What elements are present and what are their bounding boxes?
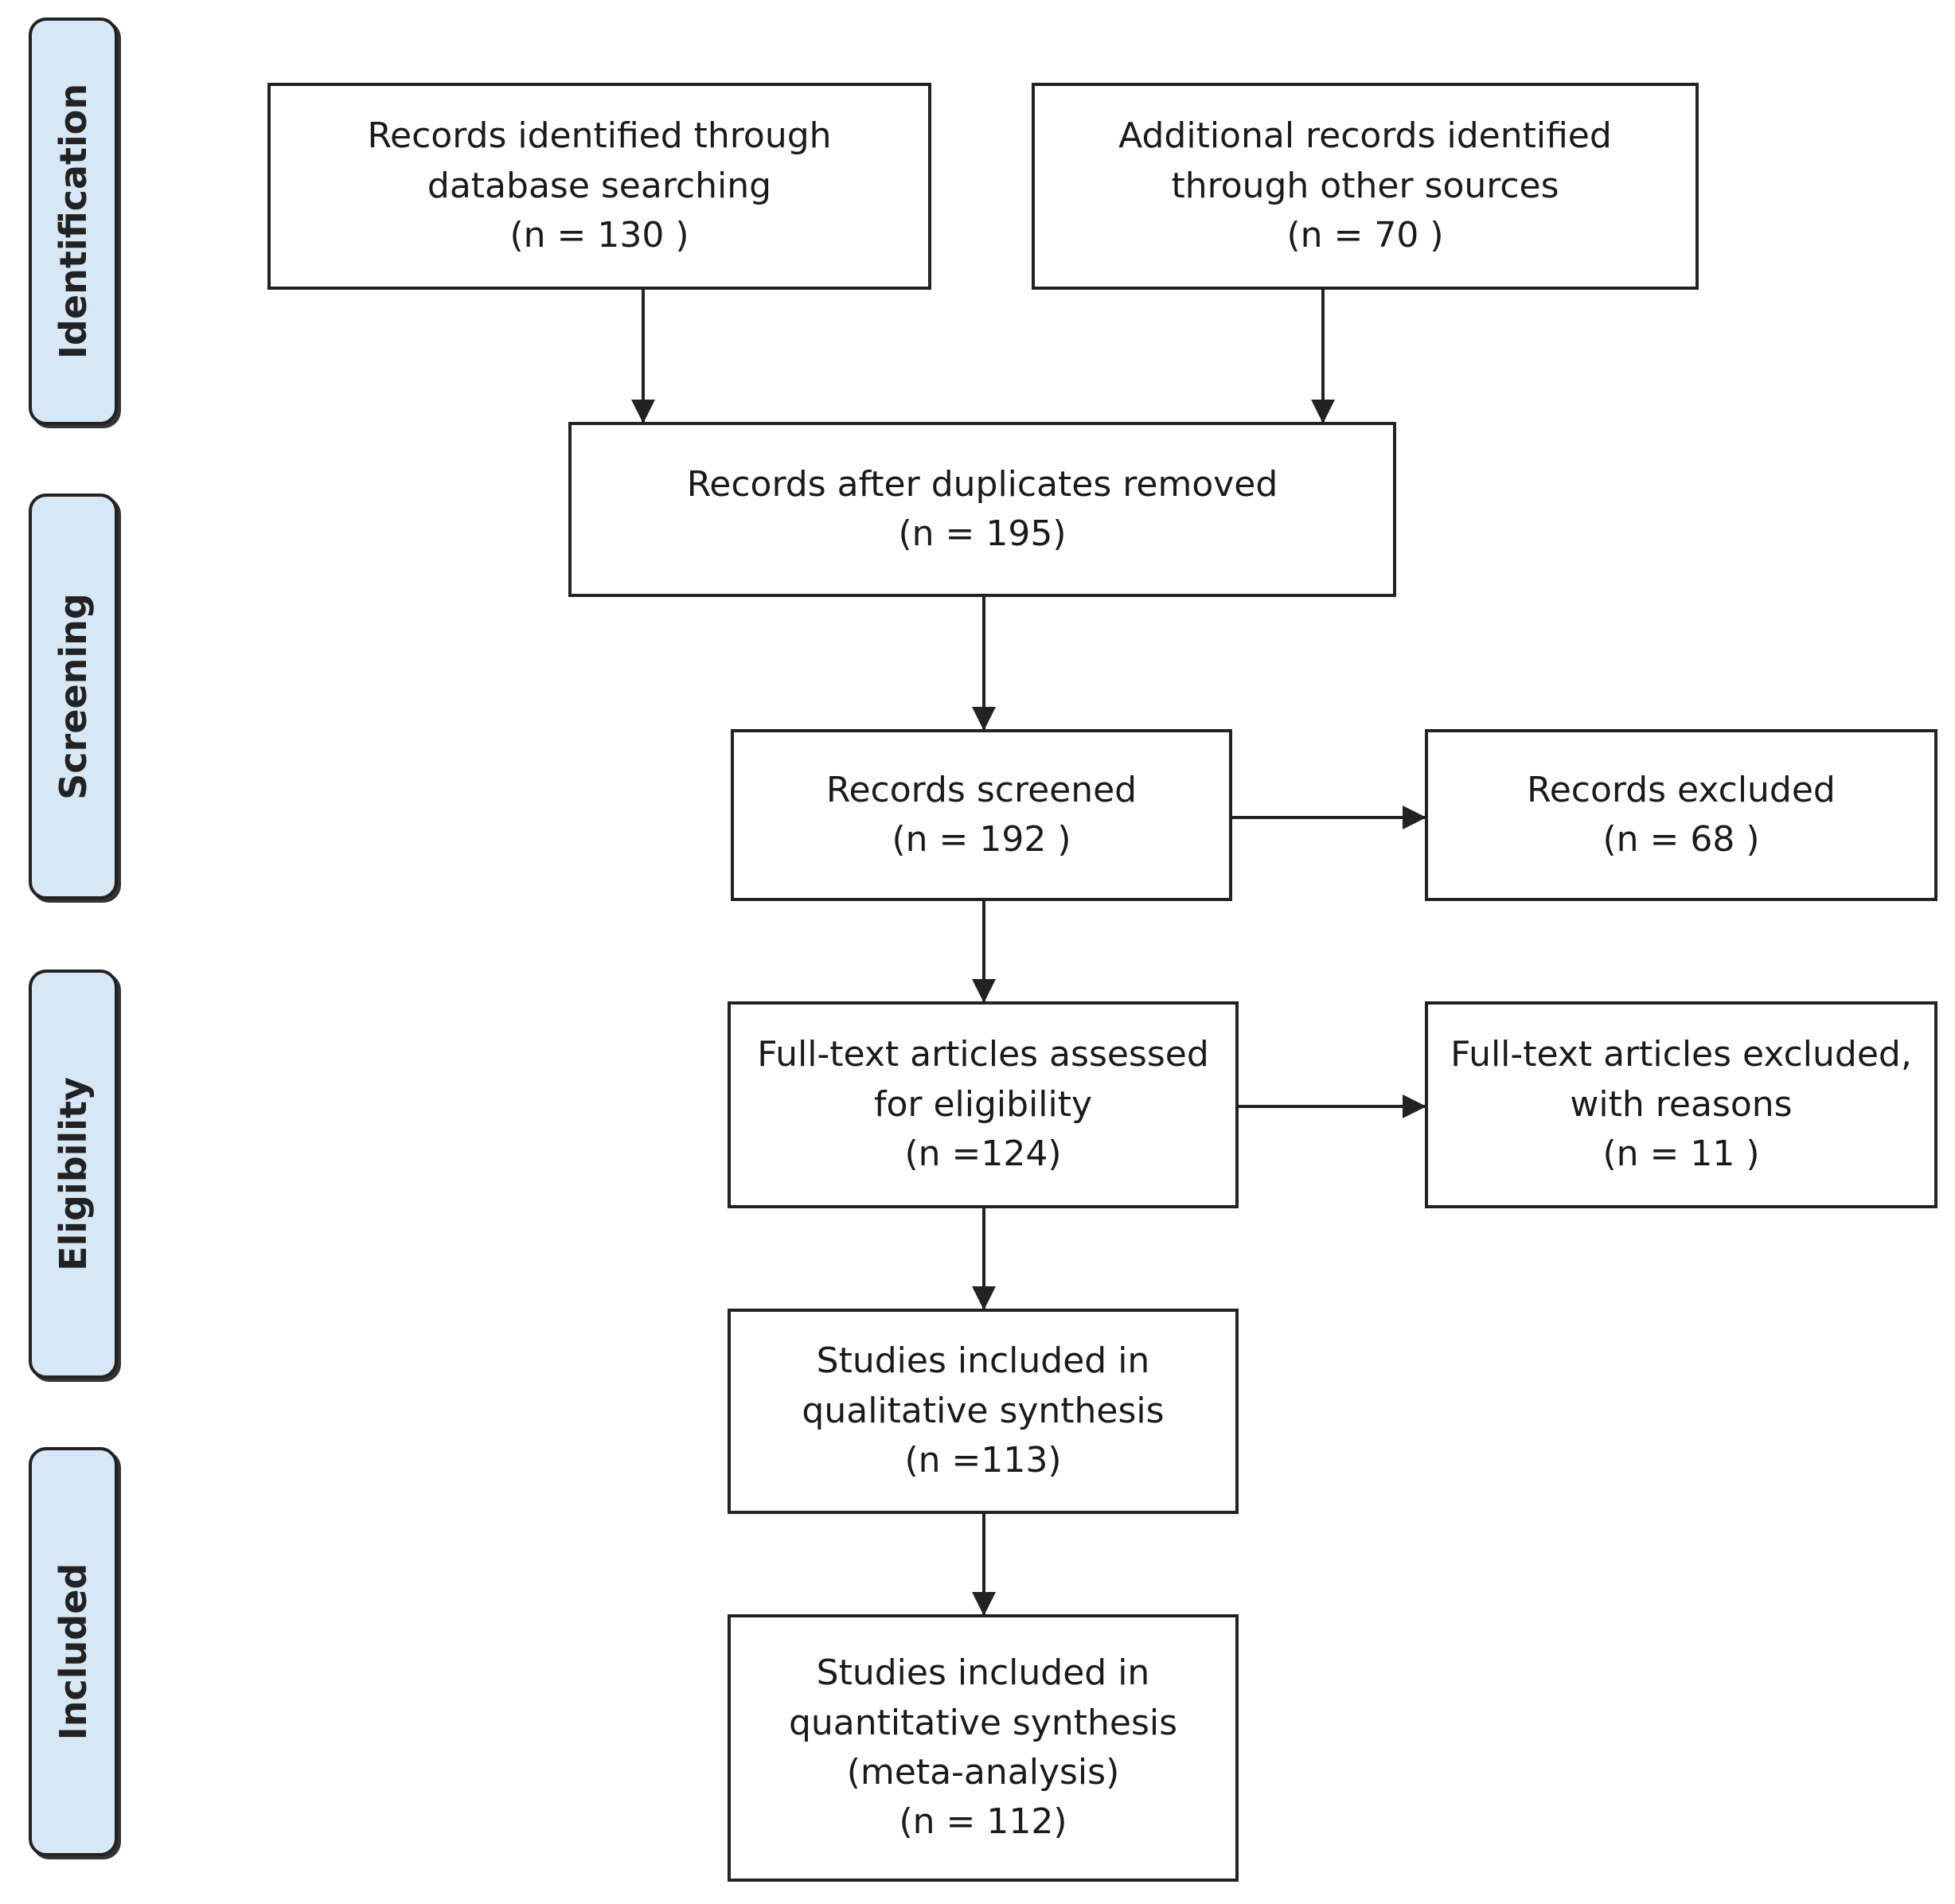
phase-screening: Screening [29, 494, 118, 899]
box-other-sources-line1: Additional records identified [1118, 115, 1612, 157]
box-fulltext-excluded: Full-text articles excluded, with reason… [1425, 1001, 1937, 1208]
box-records-screened: Records screened (n = 192 ) [731, 729, 1232, 901]
box-other-sources-line2: through other sources [1171, 165, 1559, 206]
box-other-sources: Additional records identified through ot… [1032, 83, 1699, 290]
phase-eligibility: Eligibility [29, 970, 118, 1379]
phase-eligibility-label: Eligibility [52, 1077, 95, 1271]
box-quantitative-line1: Studies included in [816, 1652, 1150, 1694]
phase-identification: Identification [29, 18, 118, 425]
box-qualitative-count: (n =113) [904, 1440, 1062, 1481]
box-qualitative-line1: Studies included in [816, 1340, 1150, 1382]
box-quantitative-synthesis: Studies included in quantitative synthes… [728, 1614, 1239, 1882]
box-fulltext-assessed-count: (n =124) [904, 1133, 1062, 1175]
box-database-search: Records identified through database sear… [267, 83, 931, 290]
box-fulltext-assessed: Full-text articles assessed for eligibil… [728, 1001, 1239, 1208]
box-fulltext-excluded-count: (n = 11 ) [1602, 1133, 1760, 1175]
box-records-screened-line1: Records screened [825, 769, 1137, 810]
box-database-search-line2: database searching [427, 165, 772, 206]
box-database-search-count: (n = 130 ) [509, 215, 689, 256]
box-fulltext-excluded-line2: with reasons [1570, 1083, 1793, 1125]
box-records-screened-count: (n = 192 ) [892, 819, 1071, 860]
box-database-search-line1: Records identified through [367, 115, 832, 157]
box-qualitative-synthesis: Studies included in qualitative synthesi… [728, 1309, 1239, 1514]
box-other-sources-count: (n = 70 ) [1286, 215, 1444, 256]
box-fulltext-excluded-line1: Full-text articles excluded, [1450, 1034, 1912, 1075]
phase-included-label: Included [52, 1563, 95, 1741]
box-duplicates-removed-count: (n = 195) [898, 513, 1067, 554]
phase-identification-label: Identification [52, 83, 95, 360]
box-quantitative-count: (n = 112) [899, 1801, 1067, 1843]
box-quantitative-line3: (meta-analysis) [846, 1752, 1120, 1793]
box-records-excluded: Records excluded (n = 68 ) [1425, 729, 1937, 901]
phase-included: Included [29, 1447, 118, 1856]
box-fulltext-assessed-line1: Full-text articles assessed [757, 1034, 1209, 1075]
box-duplicates-removed-line1: Records after duplicates removed [686, 463, 1278, 505]
box-records-excluded-count: (n = 68 ) [1602, 819, 1760, 860]
box-records-excluded-line1: Records excluded [1527, 769, 1836, 810]
box-fulltext-assessed-line2: for eligibility [873, 1083, 1093, 1125]
box-qualitative-line2: qualitative synthesis [802, 1390, 1165, 1431]
phase-screening-label: Screening [52, 593, 95, 800]
box-quantitative-line2: quantitative synthesis [788, 1702, 1178, 1743]
box-duplicates-removed: Records after duplicates removed (n = 19… [568, 422, 1396, 597]
